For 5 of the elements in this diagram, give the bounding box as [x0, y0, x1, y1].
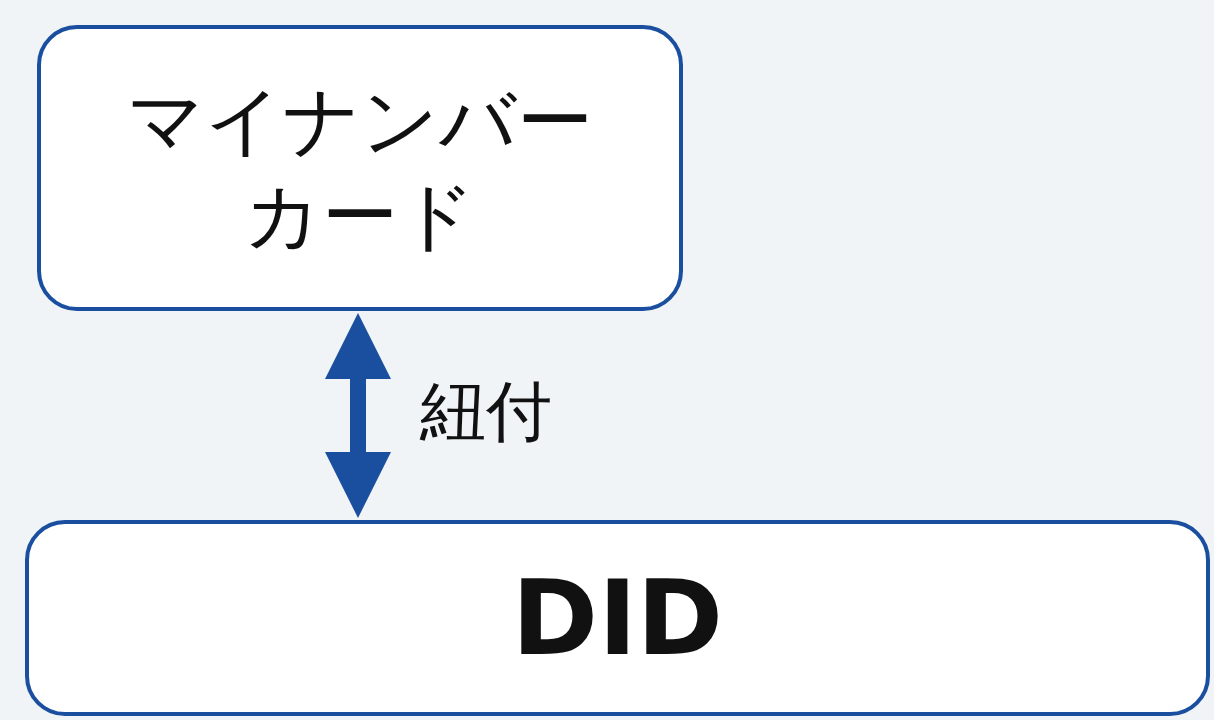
process-box — [37, 25, 683, 311]
process-box — [25, 520, 1210, 716]
double-arrow — [325, 313, 391, 518]
box-label: DID — [511, 556, 724, 681]
box-label: マイナンバーカード — [126, 75, 594, 262]
